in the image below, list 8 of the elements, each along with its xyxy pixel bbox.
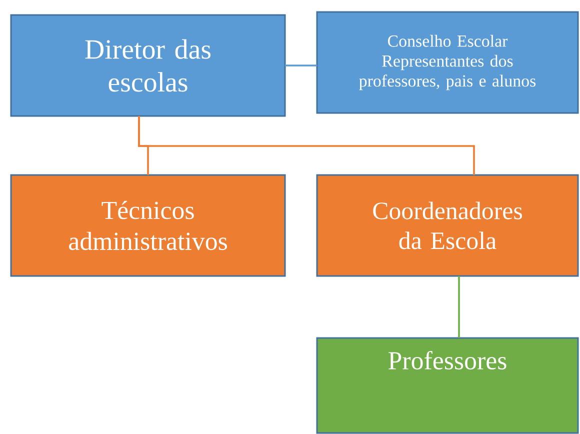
org-box: Conselho Escolar Representantes dos professores, pais e alunos bbox=[316, 11, 579, 114]
org-box: Técnicos administrativos bbox=[10, 174, 286, 277]
connector-line bbox=[458, 276, 460, 338]
connector-line bbox=[138, 116, 475, 175]
connector-line bbox=[285, 64, 317, 66]
org-box: Diretor das escolas bbox=[10, 14, 286, 117]
org-box: Professores bbox=[316, 337, 579, 434]
org-box: Coordenadores da Escola bbox=[316, 174, 579, 277]
